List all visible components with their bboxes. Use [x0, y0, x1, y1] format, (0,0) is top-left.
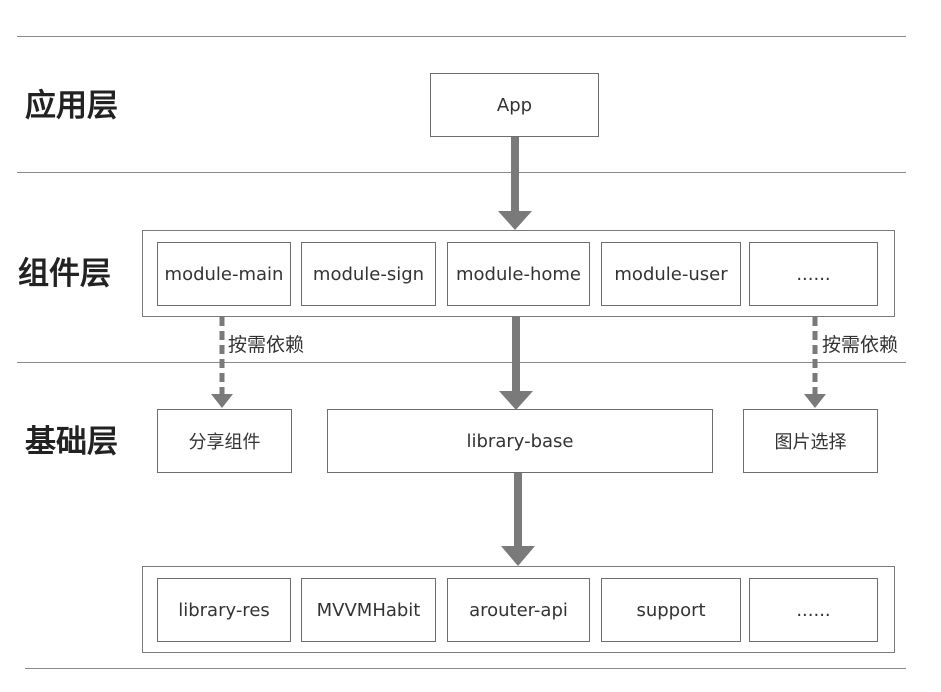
module-home-box: module-home [447, 242, 590, 306]
arrow-library-base-to-libraries [501, 473, 535, 566]
share-component-box: 分享组件 [157, 409, 292, 473]
module-sign-box: module-sign [301, 242, 436, 306]
separator-bottom [25, 668, 906, 669]
library-base-box: library-base [327, 409, 713, 473]
image-picker-box: 图片选择 [743, 409, 878, 473]
separator-component-base [17, 362, 906, 363]
layer-label-component: 组件层 [18, 256, 111, 292]
library-more-box: ...... [749, 578, 878, 642]
dependency-label-right: 按需依赖 [822, 333, 899, 357]
module-main-box: module-main [157, 242, 291, 306]
library-res-box: library-res [157, 578, 291, 642]
dependency-label-left: 按需依赖 [228, 333, 305, 357]
separator-app-component [17, 172, 906, 173]
layer-label-app: 应用层 [25, 88, 118, 124]
support-box: support [601, 578, 741, 642]
arrow-app-to-components [498, 137, 532, 230]
arrow-components-to-library-base [499, 317, 533, 410]
module-user-box: module-user [601, 242, 741, 306]
separator-top [17, 36, 906, 37]
arouter-api-box: arouter-api [447, 578, 590, 642]
mvvmhabit-box: MVVMHabit [301, 578, 436, 642]
app-box: App [430, 73, 599, 137]
dashed-arrow-to-share [211, 317, 233, 408]
module-more-box: ...... [749, 242, 878, 306]
dashed-arrow-to-image-picker [804, 317, 826, 408]
layer-label-base: 基础层 [25, 424, 118, 460]
